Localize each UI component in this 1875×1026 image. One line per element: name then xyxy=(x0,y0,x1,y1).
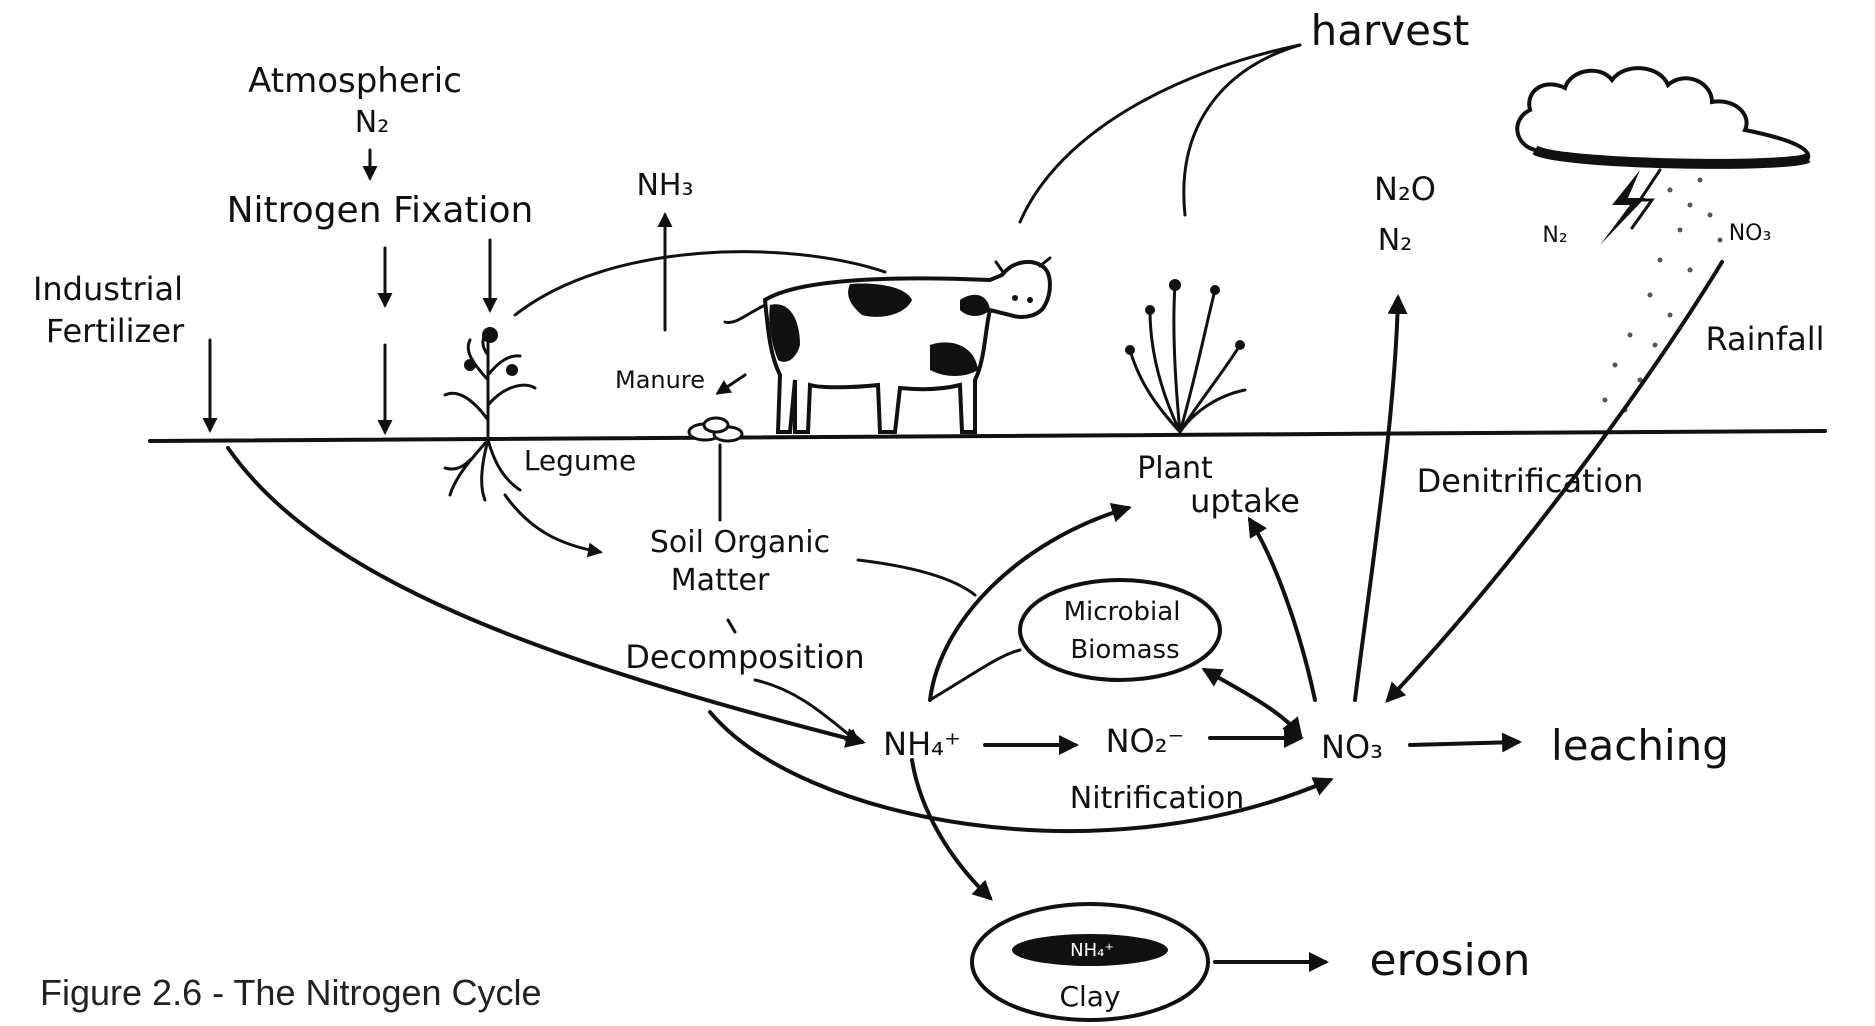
uptake-label: uptake xyxy=(1190,482,1300,520)
clay-nh4-label: NH₄⁺ xyxy=(1070,940,1114,961)
grass-plant-icon xyxy=(1125,279,1245,432)
rain-no3-label: NO₃ xyxy=(1729,221,1772,246)
manure-pile-icon xyxy=(689,418,742,441)
industrial-label: Industrial xyxy=(33,270,183,308)
n2-gas-label: N₂ xyxy=(1378,223,1412,258)
no3-to-leaching-arrow xyxy=(1410,742,1518,745)
biomass-label: Biomass xyxy=(1070,635,1179,665)
decomposition-to-nh4-arrow xyxy=(755,680,858,742)
plant-label: Plant xyxy=(1137,451,1213,486)
atmospheric-n2-label: N₂ xyxy=(355,105,389,140)
n2o-label: N₂O xyxy=(1374,170,1436,208)
leaching-label: leaching xyxy=(1551,721,1729,770)
nh4-label: NH₄⁺ xyxy=(883,725,961,763)
nitrogen-fixation-label: Nitrogen Fixation xyxy=(227,190,534,231)
decomposition-label: Decomposition xyxy=(625,638,864,676)
storm-cloud-icon xyxy=(1517,68,1808,166)
legume-plant-icon xyxy=(445,327,535,500)
figure-caption: Figure 2.6 - The Nitrogen Cycle xyxy=(40,972,542,1013)
cow-icon xyxy=(725,258,1050,432)
legume-to-som-arrow xyxy=(505,495,600,552)
som-to-biomass-line xyxy=(858,560,975,595)
biomass-no3-exchange-arrow xyxy=(1205,670,1300,735)
microbial-biomass-ellipse xyxy=(1020,580,1220,680)
fertilizer-label: Fertilizer xyxy=(46,312,185,350)
lightning-n2-label: N₂ xyxy=(1542,223,1567,248)
rain-dots xyxy=(1603,178,1723,413)
harvest-label: harvest xyxy=(1311,6,1470,55)
harvest-curve-cow xyxy=(1020,45,1300,222)
denitrification-arrow xyxy=(1355,298,1398,700)
som-to-decomposition-tick xyxy=(728,620,735,632)
no3-to-uptake-arrow xyxy=(1250,520,1315,700)
matter-label: Matter xyxy=(671,563,770,598)
lightning-icon xyxy=(1600,170,1660,245)
cow-to-manure-arrow xyxy=(718,375,745,393)
nh3-label: NH₃ xyxy=(636,168,693,203)
nitrification-label: Nitrification xyxy=(1070,781,1244,816)
atmospheric-label: Atmospheric xyxy=(248,61,462,101)
clay-label: Clay xyxy=(1059,980,1120,1013)
legume-label: Legume xyxy=(524,444,636,477)
ground-line xyxy=(150,431,1825,441)
no2-label: NO₂⁻ xyxy=(1106,722,1185,760)
manure-label: Manure xyxy=(615,366,705,394)
nh4-to-clay-arrow xyxy=(912,760,990,898)
rainfall-label: Rainfall xyxy=(1706,320,1825,358)
harvest-curve-plant xyxy=(1184,45,1300,215)
microbial-label: Microbial xyxy=(1064,597,1181,627)
soil-organic-label: Soil Organic xyxy=(650,525,830,560)
no3-label: NO₃ xyxy=(1321,728,1383,766)
erosion-label: erosion xyxy=(1369,935,1530,986)
denitrification-label: Denitrification xyxy=(1417,462,1644,500)
